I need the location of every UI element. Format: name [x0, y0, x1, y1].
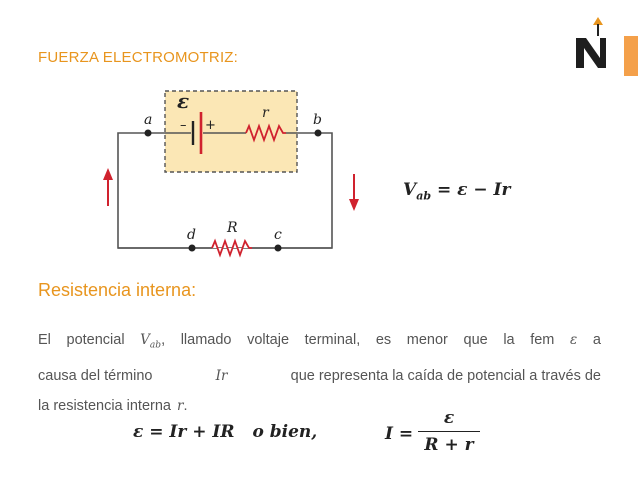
emf-box — [164, 90, 298, 173]
vab-inline: Vab, — [140, 332, 166, 351]
current-arrow-up — [103, 168, 113, 180]
emf-label: ε — [177, 89, 189, 113]
section-subtitle: Resistencia interna: — [38, 280, 197, 300]
node-b — [314, 129, 322, 137]
external-resistor-label: R — [226, 220, 238, 236]
emf-equation-connector: o bien, — [252, 422, 318, 442]
slide-title: FUERZA ELECTROMOTRIZ: — [38, 49, 239, 66]
paragraph-line-2: causa del término Ir que representa la c… — [38, 361, 601, 391]
emf-equation-left: ε = Ir + IR — [133, 422, 235, 442]
internal-resistor — [245, 123, 286, 143]
terminal-voltage-equation: Vab = ε − Ir — [403, 180, 510, 202]
vab-subscript: ab — [416, 189, 432, 203]
current-equation-lhs: I = — [385, 424, 414, 444]
equation-rhs: = ε − Ir — [436, 180, 511, 200]
node-d-label: d — [187, 227, 196, 243]
plus-label: + — [205, 118, 216, 133]
accent-bar — [624, 36, 638, 76]
fraction-denominator: R + r — [424, 435, 474, 455]
node-a-label: a — [144, 112, 152, 128]
emf-equation: ε = Ir + IR o bien, — [133, 422, 317, 442]
node-b-label: b — [313, 112, 322, 128]
external-resistor — [211, 238, 252, 258]
fraction-numerator: ε — [443, 408, 455, 428]
internal-resistor-label: r — [262, 105, 270, 121]
node-d — [188, 244, 196, 252]
minus-label: – — [180, 118, 187, 133]
current-arrow-down — [349, 199, 359, 211]
ir-inline: Ir — [215, 367, 228, 384]
n-arrow-logo-icon — [572, 16, 612, 77]
r-inline: r — [177, 397, 184, 414]
node-c — [274, 244, 282, 252]
node-a — [144, 129, 152, 137]
vab-symbol: V — [403, 180, 417, 200]
circuit-diagram: ε – + a b d c r R I I — [93, 86, 368, 271]
paragraph-line-3: la resistencia interna r. — [38, 397, 188, 414]
fraction-bar — [418, 431, 480, 432]
explanation-paragraph: El potencial Vab, llamado voltaje termin… — [38, 325, 601, 421]
epsilon-inline: ε — [570, 332, 578, 348]
paragraph-line-1: El potencial Vab, llamado voltaje termin… — [38, 325, 601, 361]
node-c-label: c — [274, 227, 282, 243]
current-fraction: ε R + r — [418, 406, 480, 456]
